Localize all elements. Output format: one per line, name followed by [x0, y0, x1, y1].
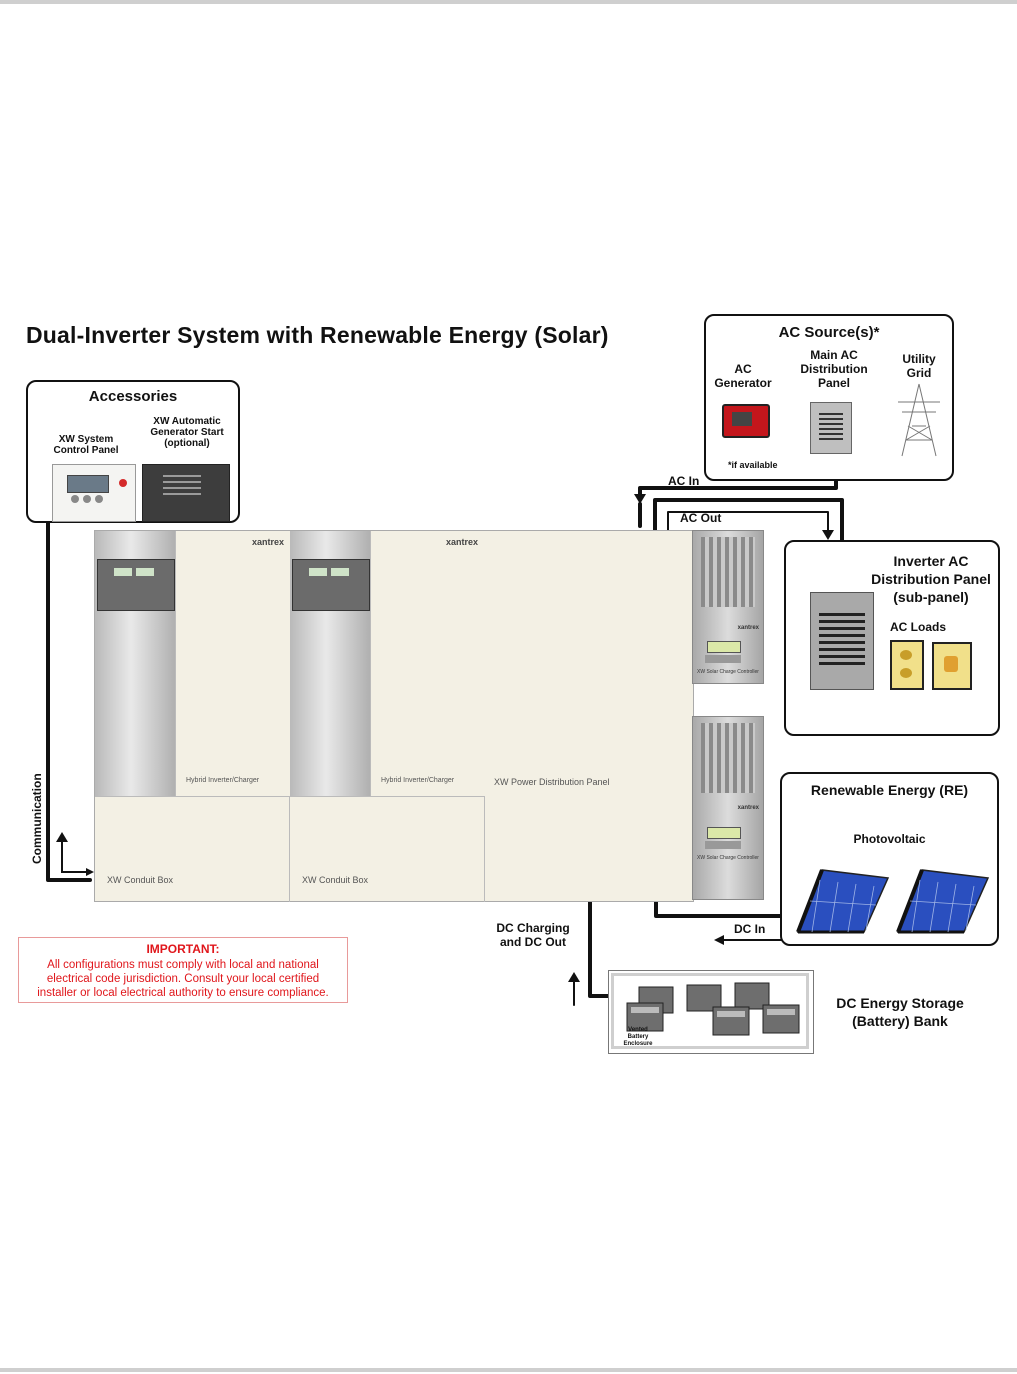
- conduit-box-2-label: XW Conduit Box: [302, 875, 369, 885]
- renewable-heading: Renewable Energy (RE): [810, 782, 969, 798]
- ac-in-label: AC In: [668, 474, 700, 488]
- inverter-ac-panel-box: Inverter AC Distribution Panel (sub-pane…: [784, 540, 1000, 736]
- equipment-assembly: xantrex Hybrid Inverter/Charger XW Condu…: [94, 530, 694, 902]
- communication-wire: [46, 518, 92, 882]
- renewable-energy-box: Renewable Energy (RE) Photovoltaic: [780, 772, 999, 946]
- scc-1-brand: xantrex: [737, 625, 759, 631]
- scp-device: [52, 464, 136, 522]
- conduit-box-2: XW Conduit Box: [290, 796, 485, 902]
- ac-sources-box: AC Source(s)* AC Generator Main AC Distr…: [704, 314, 954, 481]
- inverter-2-display: [292, 559, 370, 611]
- conduit-box-1-label: XW Conduit Box: [107, 875, 174, 885]
- photovoltaic-label: Photovoltaic: [853, 832, 926, 846]
- solar-charge-controller-1: xantrex XW Solar Charge Controller: [692, 530, 764, 684]
- inverter-1-display: [97, 559, 175, 611]
- generator-icon: [718, 400, 772, 440]
- bottom-rule: [0, 1368, 1017, 1372]
- inverter-1-brand: xantrex: [251, 537, 284, 547]
- scc-1-label: XW Solar Charge Controller: [697, 669, 759, 675]
- utility-tower-icon: [898, 383, 940, 457]
- scc-2-brand: xantrex: [737, 805, 759, 811]
- accessories-heading: Accessories: [88, 388, 178, 405]
- inverter-1-body: xantrex Hybrid Inverter/Charger: [175, 531, 290, 796]
- ac-out-label: AC Out: [680, 511, 722, 525]
- accessories-box: Accessories XW System Control Panel XW A…: [26, 380, 240, 523]
- dc-in-wire: [654, 896, 792, 918]
- scc-2-label: XW Solar Charge Controller: [697, 855, 759, 861]
- important-text: All configurations must comply with loca…: [37, 959, 329, 999]
- vented-enclosure-label: Vented Battery Enclosure: [623, 1027, 653, 1047]
- battery-enclosure: Vented Battery Enclosure: [608, 970, 814, 1054]
- page-title: Dual-Inverter System with Renewable Ener…: [26, 322, 609, 348]
- inverter-ac-panel-heading: Inverter AC Distribution Panel (sub-pane…: [871, 553, 991, 605]
- power-distribution-panel: XW Power Distribution Panel: [484, 531, 693, 901]
- ac-out-wire: [653, 498, 844, 542]
- solar-charge-controller-2: xantrex XW Solar Charge Controller: [692, 716, 764, 900]
- pdp-label: XW Power Distribution Panel: [494, 777, 610, 787]
- inverter-1-label: Hybrid Inverter/Charger: [186, 777, 260, 784]
- utility-grid-label: Utility Grid: [902, 352, 936, 380]
- dc-in-label: DC In: [734, 922, 766, 936]
- main-panel-label: Main AC Distribution Panel: [800, 348, 868, 390]
- if-available-note: *if available: [728, 460, 778, 470]
- ac-loads-label: AC Loads: [890, 620, 947, 634]
- scp-label: XW System Control Panel: [53, 434, 119, 456]
- ac-generator-label: AC Generator: [714, 362, 772, 390]
- inverter-2-label: Hybrid Inverter/Charger: [381, 777, 455, 784]
- inverter-2-body: xantrex Hybrid Inverter/Charger: [370, 531, 484, 796]
- conduit-box-1: XW Conduit Box: [95, 796, 290, 902]
- switch-icon: [932, 642, 972, 690]
- battery-bank-icon: [626, 982, 800, 1036]
- ac-sources-heading: AC Source(s)*: [778, 324, 880, 341]
- sub-panel-icon: [810, 592, 874, 690]
- battery-bank-label: DC Energy Storage (Battery) Bank: [836, 995, 964, 1029]
- top-rule: [0, 0, 1017, 4]
- communication-label: Communication: [30, 773, 44, 864]
- important-notice: IMPORTANT: All configurations must compl…: [18, 937, 348, 1003]
- ags-device: [142, 464, 230, 522]
- ags-label: XW Automatic Generator Start (optional): [150, 416, 224, 449]
- ac-in-wire: [638, 472, 838, 496]
- solar-panels-icon: [796, 869, 990, 934]
- inverter-2-brand: xantrex: [445, 537, 478, 547]
- outlet-icon: [890, 640, 924, 690]
- dc-charging-label: DC Charging and DC Out: [496, 921, 570, 949]
- dc-charging-wire: [588, 898, 610, 998]
- important-heading: IMPORTANT:: [146, 942, 220, 956]
- main-panel-icon: [810, 402, 852, 454]
